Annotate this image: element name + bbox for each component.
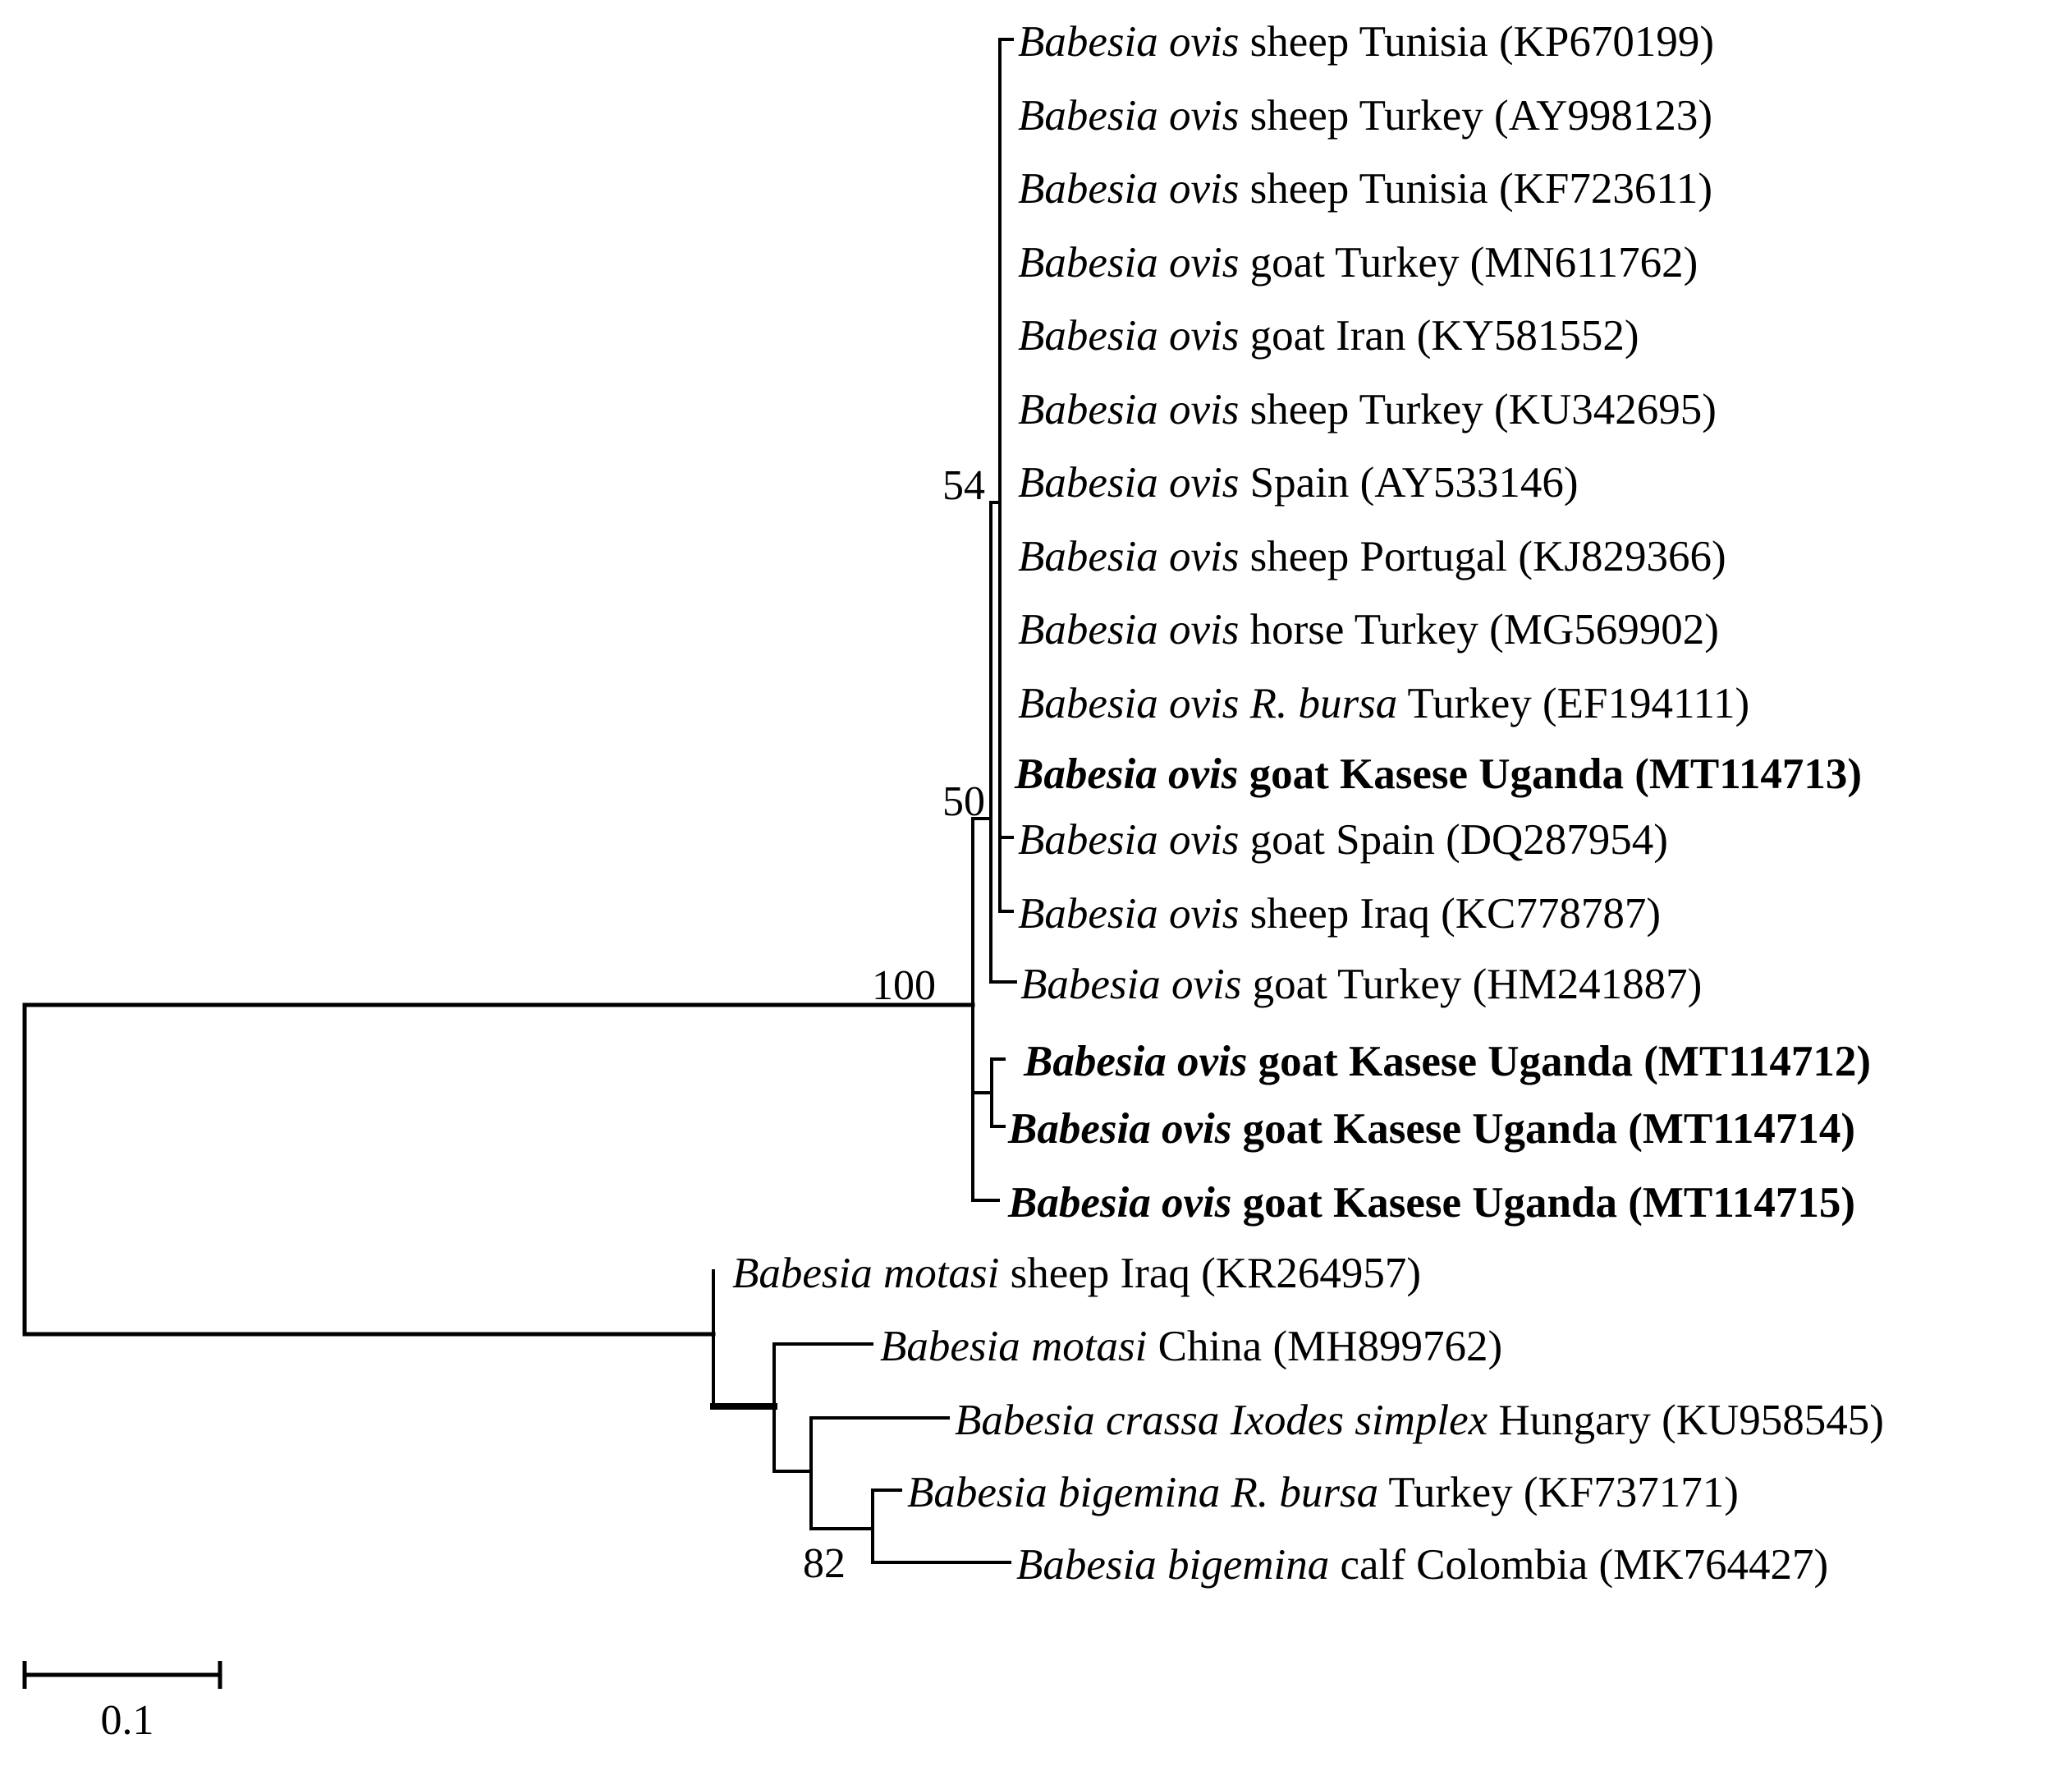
tip-taxon-name: Babesia ovis [1023,1038,1247,1085]
tip-taxon-name: Babesia ovis [1018,459,1239,507]
tip-label-MT114713: Babesia ovis goat Kasese Uganda (MT11471… [1014,750,1862,798]
tip-label-MT114715: Babesia ovis goat Kasese Uganda (MT11471… [1007,1179,1855,1227]
tip-label-EF194111: Babesia ovis R. bursa Turkey (EF194111) [1018,680,1749,727]
tip-taxon-name: Babesia ovis [1007,1179,1231,1227]
tip-taxon-name: Babesia bigemina [1016,1541,1329,1589]
tip-isolate-info: goat Turkey (MN611762) [1239,239,1698,287]
tip-label-KJ829366: Babesia ovis sheep Portugal (KJ829366) [1018,533,1726,580]
tip-taxon-name: Babesia motasi [732,1250,999,1297]
bootstrap-value-100: 100 [872,962,936,1009]
tip-label-KU342695: Babesia ovis sheep Turkey (KU342695) [1018,386,1717,433]
tip-label-DQ287954: Babesia ovis goat Spain (DQ287954) [1018,816,1668,864]
tip-isolate-info: goat Spain (DQ287954) [1239,816,1668,864]
tip-isolate-info: goat Turkey (HM241887) [1241,961,1702,1008]
tip-isolate-info: sheep Portugal (KJ829366) [1239,533,1726,580]
tip-isolate-info: Turkey (EF194111) [1397,680,1749,727]
tip-label-KY581552: Babesia ovis goat Iran (KY581552) [1018,312,1639,360]
tip-isolate-info: sheep Iraq (KC778787) [1239,890,1661,938]
tip-label-MH899762: Babesia motasi China (MH899762) [880,1323,1502,1370]
tip-label-KF737171: Babesia bigemina R. bursa Turkey (KF7371… [907,1469,1739,1516]
tip-taxon-name: Babesia ovis [1018,816,1239,864]
tip-isolate-info: sheep Turkey (AY998123) [1239,92,1712,140]
tip-taxon-name: Babesia ovis [1018,18,1239,66]
tip-isolate-info: sheep Tunisia (KF723611) [1239,165,1712,213]
tip-isolate-info: sheep Turkey (KU342695) [1239,386,1717,433]
tip-isolate-info: sheep Iraq (KR264957) [999,1250,1421,1297]
tip-label-KC778787: Babesia ovis sheep Iraq (KC778787) [1018,890,1661,938]
tip-isolate-info: goat Kasese Uganda (MT114714) [1231,1105,1855,1153]
tip-label-AY533146: Babesia ovis Spain (AY533146) [1018,459,1579,507]
tip-taxon-name: Babesia ovis R. bursa [1018,680,1397,727]
tip-isolate-info: Spain (AY533146) [1239,459,1578,507]
tip-label-KP670199: Babesia ovis sheep Tunisia (KP670199) [1018,18,1714,66]
tip-taxon-name: Babesia motasi [880,1323,1147,1370]
tip-taxon-name: Babesia ovis [1018,606,1239,654]
bootstrap-value-50: 50 [942,778,985,825]
tip-isolate-info: goat Kasese Uganda (MT114713) [1238,750,1862,798]
tip-label-MK764427: Babesia bigemina calf Colombia (MK764427… [1016,1541,1828,1589]
tip-label-MT114714: Babesia ovis goat Kasese Uganda (MT11471… [1007,1105,1855,1153]
tip-label-KR264957: Babesia motasi sheep Iraq (KR264957) [732,1250,1421,1297]
tip-isolate-info: sheep Tunisia (KP670199) [1239,18,1714,66]
bootstrap-value-82: 82 [803,1540,846,1587]
tip-isolate-info: horse Turkey (MG569902) [1239,606,1718,654]
tip-isolate-info: China (MH899762) [1147,1323,1502,1370]
tip-label-AY998123: Babesia ovis sheep Turkey (AY998123) [1018,92,1712,140]
tip-label-MT114712: Babesia ovis goat Kasese Uganda (MT11471… [1023,1038,1871,1085]
tip-taxon-name: Babesia ovis [1018,386,1239,433]
tip-isolate-info: Hungary (KU958545) [1488,1397,1884,1444]
tip-taxon-name: Babesia ovis [1018,890,1239,938]
tip-label-KF723611: Babesia ovis sheep Tunisia (KF723611) [1018,165,1712,213]
tip-taxon-name: Babesia ovis [1007,1105,1231,1153]
tip-isolate-info: goat Kasese Uganda (MT114715) [1231,1179,1855,1227]
tip-taxon-name: Babesia ovis [1018,239,1239,287]
tip-label-HM241887: Babesia ovis goat Turkey (HM241887) [1020,961,1702,1008]
tip-taxon-name: Babesia ovis [1018,533,1239,580]
tip-taxon-name: Babesia ovis [1014,750,1238,798]
tip-taxon-name: Babesia ovis [1020,961,1241,1008]
tip-taxon-name: Babesia bigemina R. bursa [907,1469,1378,1516]
bootstrap-value-54: 54 [942,462,985,509]
tip-isolate-info: goat Iran (KY581552) [1239,312,1639,360]
tip-taxon-name: Babesia crassa Ixodes simplex [955,1397,1488,1444]
tip-taxon-name: Babesia ovis [1018,92,1239,140]
scale-bar-label: 0.1 [101,1697,154,1744]
tip-label-KU958545: Babesia crassa Ixodes simplex Hungary (K… [955,1397,1884,1444]
tip-isolate-info: Turkey (KF737171) [1378,1469,1739,1516]
tip-isolate-info: goat Kasese Uganda (MT114712) [1247,1038,1871,1085]
tip-taxon-name: Babesia ovis [1018,312,1239,360]
tip-label-MG569902: Babesia ovis horse Turkey (MG569902) [1018,606,1719,654]
tip-taxon-name: Babesia ovis [1018,165,1239,213]
tip-label-MN611762: Babesia ovis goat Turkey (MN611762) [1018,239,1698,287]
tip-isolate-info: calf Colombia (MK764427) [1329,1541,1828,1589]
